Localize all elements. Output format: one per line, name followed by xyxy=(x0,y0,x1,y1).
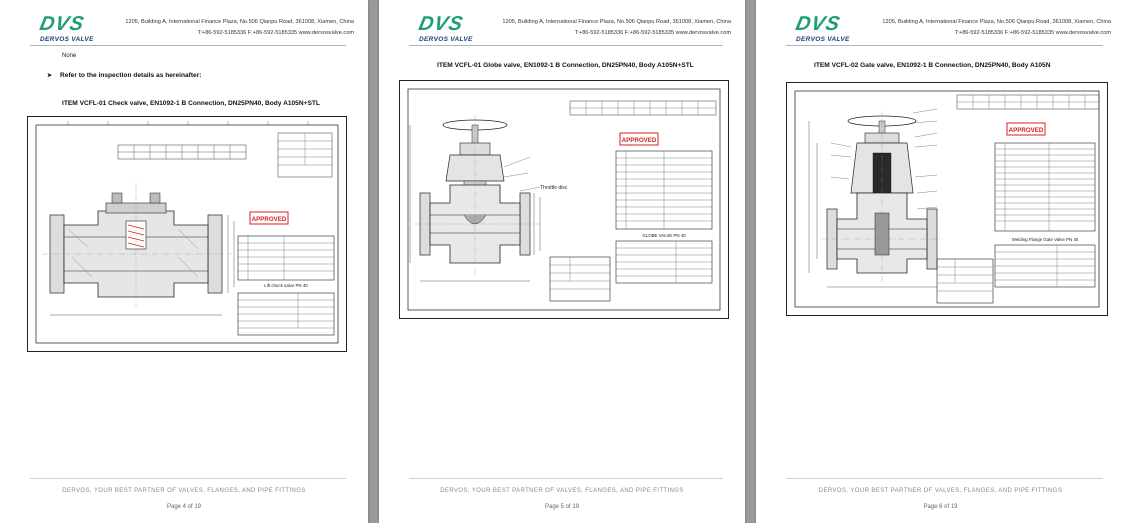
gate-valve-section xyxy=(808,108,943,288)
page-number: Page 4 of 19 xyxy=(166,504,202,510)
title-block xyxy=(549,256,611,302)
spec-table-top xyxy=(277,132,333,178)
check-valve-svg: APPROVED Lift check valve PN 40 xyxy=(35,121,339,344)
logo-mark: DVS xyxy=(793,13,843,35)
company-logo: DVS DERVOS VALVE xyxy=(37,13,106,44)
document-page-6: DVS DERVOS VALVE 1205, Building A, Inter… xyxy=(756,0,1125,523)
footer-divider xyxy=(786,478,1103,479)
page-number: Page 5 of 19 xyxy=(544,504,580,510)
item-title: ITEM VCFL-01 Check valve, EN1092-1 B Con… xyxy=(62,100,320,107)
drawing-frame xyxy=(35,124,339,344)
footer-divider xyxy=(409,478,723,479)
company-address: 1205, Building A, International Finance … xyxy=(125,19,354,36)
company-logo: DVS DERVOS VALVE xyxy=(416,13,485,44)
approved-stamp: APPROVED xyxy=(619,132,659,146)
none-text: None xyxy=(62,53,77,59)
logo-mark: DVS xyxy=(37,13,87,35)
company-logo: DVS DERVOS VALVE xyxy=(793,13,862,44)
company-address: 1205, Building A, International Finance … xyxy=(882,19,1111,36)
title-block xyxy=(936,258,994,304)
parts-list-table xyxy=(615,150,713,230)
revision-table xyxy=(956,94,1100,110)
header-divider xyxy=(409,45,723,46)
drawing-frame xyxy=(407,88,721,311)
approved-label: APPROVED xyxy=(622,137,657,144)
parts-list-table xyxy=(237,235,335,281)
logo-subtitle: DERVOS VALVE xyxy=(40,36,94,43)
footer-slogan: DERVOS, YOUR BEST PARTNER OF VALVES, FLA… xyxy=(818,488,1063,494)
footer-divider xyxy=(30,478,346,479)
header-divider xyxy=(30,45,346,46)
design-table xyxy=(237,292,335,336)
parts-list-table xyxy=(994,142,1096,232)
logo-subtitle: DERVOS VALVE xyxy=(796,36,850,43)
document-page-4: DVS DERVOS VALVE 1205, Building A, Inter… xyxy=(0,0,368,523)
header-divider xyxy=(786,45,1103,46)
arrow-bullet-icon: ➤ xyxy=(47,73,53,79)
approved-label: APPROVED xyxy=(252,216,287,223)
company-address: 1205, Building A, International Finance … xyxy=(502,19,731,36)
item-title: ITEM VCFL-02 Gate valve, EN1092-1 B Conn… xyxy=(814,62,1051,69)
drawing-title: GLOBE VALVE PN 40 xyxy=(642,233,686,238)
valve-cross-section xyxy=(42,183,235,316)
revision-table xyxy=(117,144,247,160)
approved-stamp: APPROVED xyxy=(1006,122,1046,136)
design-table xyxy=(615,240,713,284)
revision-table xyxy=(569,100,717,116)
throttle-disc-callout: Throttle disc xyxy=(540,185,568,191)
drawing-frame xyxy=(794,90,1100,308)
drawing-title: Lift check valve PN 40 xyxy=(264,283,308,288)
approved-stamp: APPROVED xyxy=(249,211,289,225)
gate-valve-svg: APPROVED Welding Flange Gate Valve PN 40 xyxy=(794,90,1100,308)
globe-valve-section xyxy=(409,115,541,282)
approved-label: APPROVED xyxy=(1009,127,1044,134)
refer-heading: ➤Refer to the inspection details as here… xyxy=(47,72,202,79)
item-title: ITEM VCFL-01 Globe valve, EN1092-1 B Con… xyxy=(437,62,694,69)
logo-subtitle: DERVOS VALVE xyxy=(419,36,473,43)
drawing-title: Welding Flange Gate Valve PN 40 xyxy=(1012,237,1079,242)
globe-valve-svg: Throttle disc APPROVED GLOBE VALVE PN 40 xyxy=(407,88,721,311)
design-table xyxy=(994,244,1096,288)
footer-slogan: DERVOS, YOUR BEST PARTNER OF VALVES, FLA… xyxy=(440,488,684,494)
check-valve-drawing: APPROVED Lift check valve PN 40 xyxy=(27,116,347,352)
footer-slogan: DERVOS, YOUR BEST PARTNER OF VALVES, FLA… xyxy=(62,488,306,494)
document-page-5: DVS DERVOS VALVE 1205, Building A, Inter… xyxy=(379,0,745,523)
gate-valve-drawing: APPROVED Welding Flange Gate Valve PN 40 xyxy=(786,82,1108,316)
globe-valve-drawing: Throttle disc APPROVED GLOBE VALVE PN 40 xyxy=(399,80,729,319)
logo-mark: DVS xyxy=(416,13,466,35)
page-number: Page 6 of 19 xyxy=(923,504,958,510)
